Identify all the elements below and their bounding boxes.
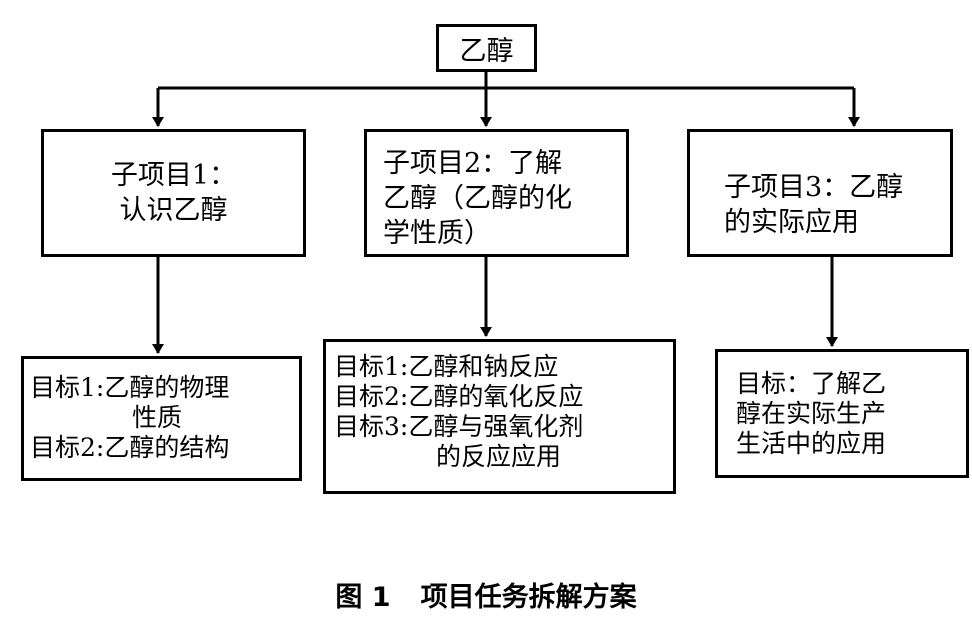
- subproject-2-line-1: 子项目2：了解: [383, 148, 563, 179]
- subproject-3-line-1: 子项目3：乙醇: [724, 172, 904, 203]
- goal-item: 目标：了解乙 醇在实际生产 生活中的应用: [736, 369, 958, 459]
- goal-text: 目标：了解乙: [736, 369, 887, 398]
- goals-3-node: 目标：了解乙 醇在实际生产 生活中的应用: [715, 349, 969, 478]
- goal-text-continued: 的反应应用: [436, 442, 562, 471]
- root-label: 乙醇: [459, 35, 514, 67]
- goal-text-continued: 性质: [132, 403, 183, 432]
- figure-number: 图 1: [335, 582, 391, 613]
- goal-text-continued: 生活中的应用: [736, 429, 887, 458]
- subproject-1-line-2: 认识乙醇: [119, 195, 228, 226]
- goal-item: 目标1:乙醇和钠反应: [334, 352, 667, 382]
- goal-text: 目标1:乙醇和钠反应: [334, 352, 559, 381]
- goal-item: 目标2:乙醇的氧化反应: [334, 382, 667, 412]
- goal-text: 目标1:乙醇的物理: [30, 373, 230, 402]
- goal-item: 目标2:乙醇的结构: [30, 433, 293, 463]
- figure-title: 项目任务拆解方案: [420, 582, 637, 613]
- subproject-1-node: 子项目1： 认识乙醇: [41, 129, 306, 257]
- goal-text: 目标2:乙醇的结构: [30, 433, 230, 462]
- goal-text: 目标2:乙醇的氧化反应: [334, 382, 584, 411]
- subproject-3-line-2: 的实际应用: [724, 207, 859, 238]
- goals-2-node: 目标1:乙醇和钠反应 目标2:乙醇的氧化反应 目标3:乙醇与强氧化剂 的反应应用: [323, 339, 676, 494]
- goals-1-node: 目标1:乙醇的物理 性质 目标2:乙醇的结构: [21, 356, 302, 481]
- goal-text-continued: 醇在实际生产: [736, 399, 887, 428]
- subproject-3-node: 子项目3：乙醇 的实际应用: [687, 129, 953, 257]
- goal-item: 目标3:乙醇与强氧化剂 的反应应用: [334, 412, 667, 472]
- goal-item: 目标1:乙醇的物理 性质: [30, 373, 293, 433]
- subproject-2-line-3: 学性质）: [383, 218, 491, 249]
- subproject-1-line-1: 子项目1：: [110, 160, 237, 191]
- goal-text: 目标3:乙醇与强氧化剂: [334, 412, 584, 441]
- root-node: 乙醇: [436, 24, 537, 72]
- figure-caption: 图 1 项目任务拆解方案: [0, 575, 972, 614]
- subproject-2-line-2: 乙醇（乙醇的化: [383, 183, 572, 214]
- subproject-2-node: 子项目2：了解 乙醇（乙醇的化 学性质）: [364, 129, 629, 257]
